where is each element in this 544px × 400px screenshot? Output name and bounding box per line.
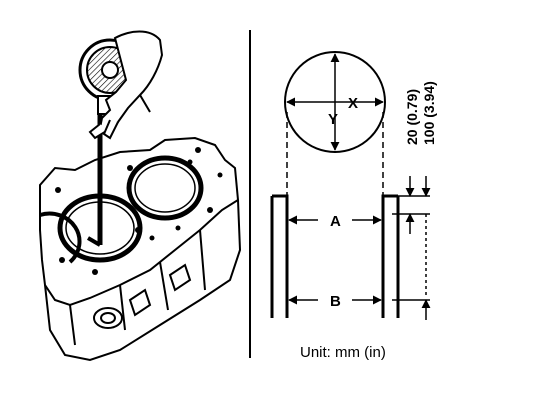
engine-block-illustration [39, 136, 242, 362]
label-x: X [348, 95, 358, 112]
cylinder-cross-section [270, 194, 430, 318]
bore-top-view [284, 51, 386, 153]
head-bolt-holes [55, 147, 223, 275]
label-y: Y [328, 111, 338, 128]
hand [88, 30, 164, 140]
projection-lines [286, 112, 384, 196]
cylinder-bores [39, 155, 204, 264]
depth-dimension-lines [405, 176, 431, 320]
label-depth-100: 100 (3.94) [421, 81, 437, 145]
diameter-dimension-lines [288, 215, 382, 305]
label-b: B [330, 293, 341, 310]
label-depth-20: 20 (0.79) [404, 89, 420, 145]
unit-caption: Unit: mm (in) [300, 344, 386, 361]
label-a: A [330, 213, 341, 230]
